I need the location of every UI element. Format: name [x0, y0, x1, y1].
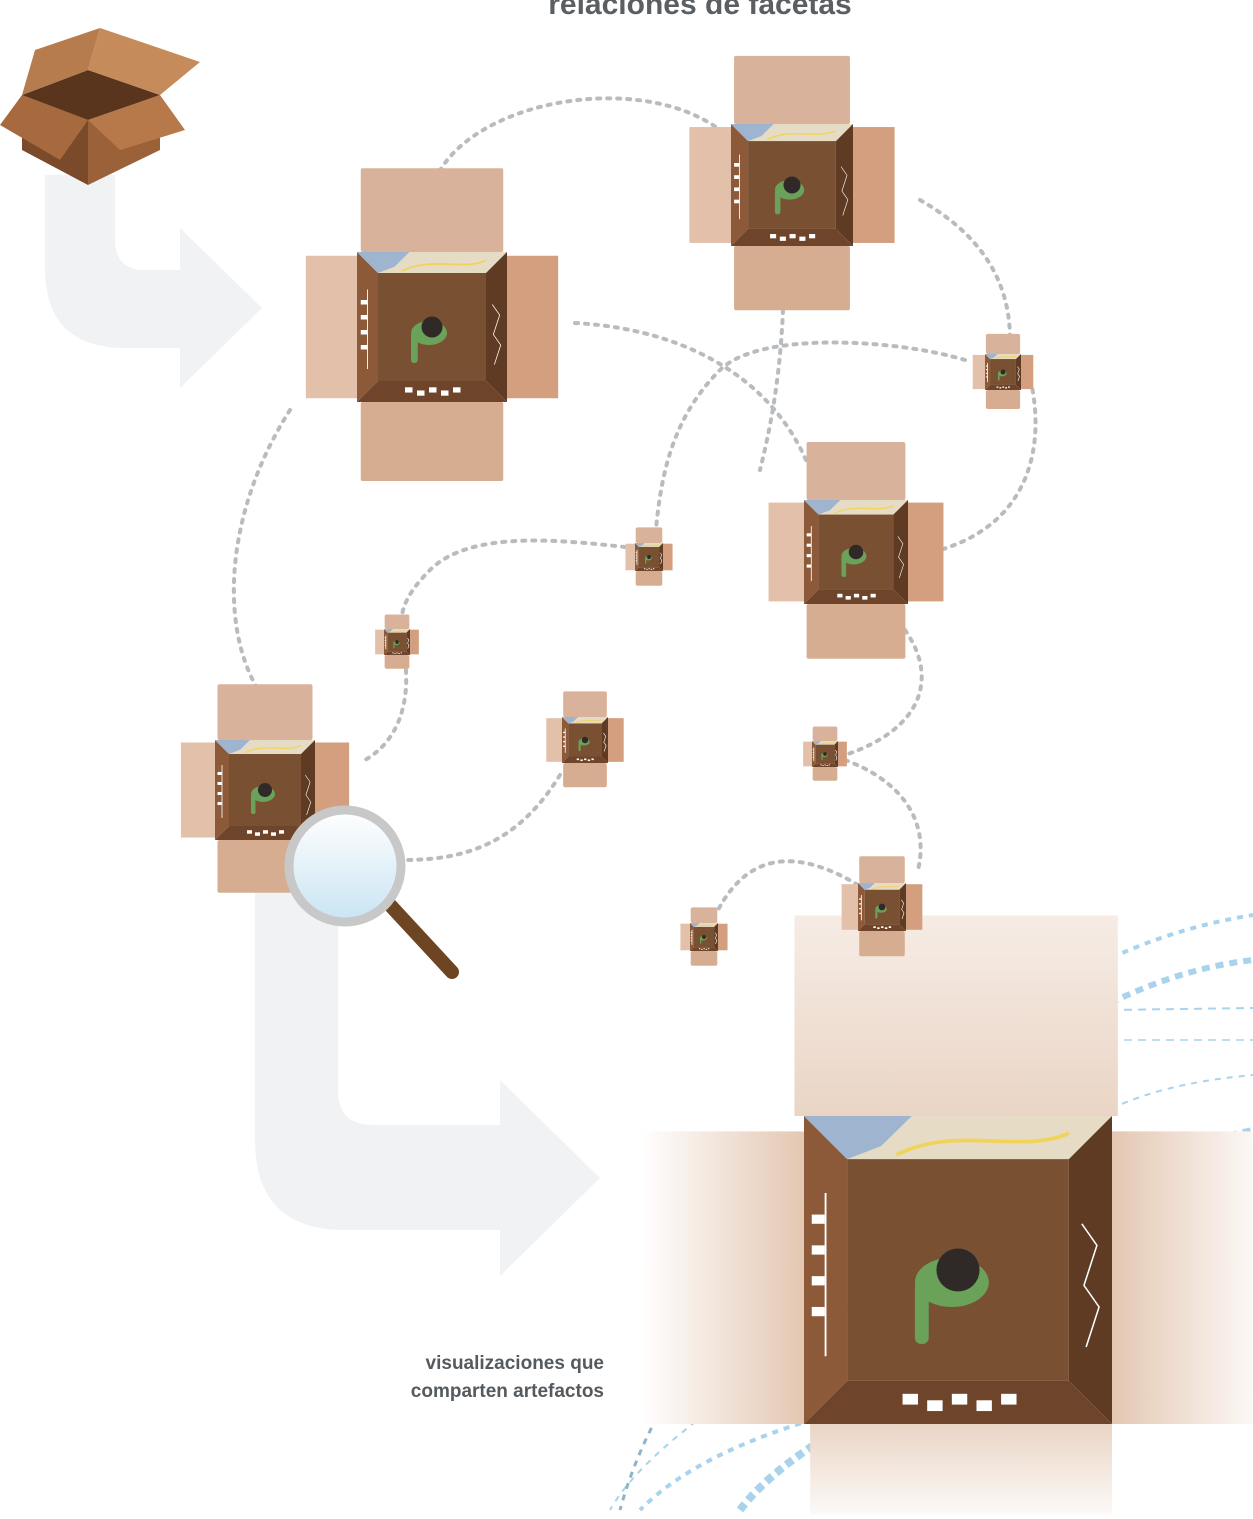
box-6 [625, 527, 672, 585]
flow-arrow-top [45, 175, 262, 388]
diagram-title: relaciones de facetas [350, 0, 1050, 22]
caption-line-2: comparten artefactos [300, 1378, 604, 1406]
box-7 [375, 614, 419, 668]
box-large-focus [642, 915, 1253, 1514]
box-11 [680, 907, 727, 965]
box-5 [973, 334, 1034, 409]
box-3 [769, 442, 944, 659]
box-1 [306, 168, 558, 481]
box-2 [689, 56, 894, 310]
box-9 [803, 726, 847, 780]
caption-shared-artifacts: visualizaciones que comparten artefactos [300, 1350, 604, 1406]
caption-line-1: visualizaciones que [300, 1350, 604, 1378]
box-8 [546, 691, 623, 787]
open-box-icon [0, 28, 200, 185]
